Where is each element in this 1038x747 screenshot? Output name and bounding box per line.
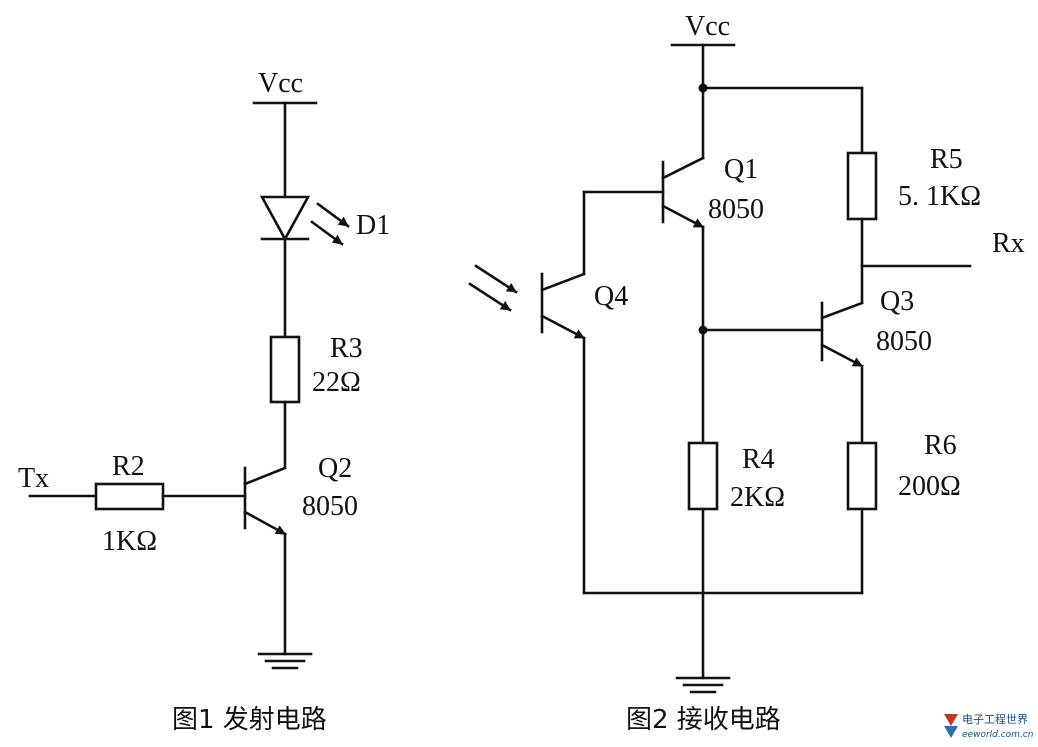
transistor-q1 — [661, 156, 705, 229]
transmitter-circuit: Vcc D1 R3 22Ω Q2 8050 Tx R2 1 — [18, 68, 390, 735]
led-triangle — [259, 195, 311, 242]
watermark-brand: 电子工程世界 — [962, 713, 1028, 726]
resistor-r4 — [687, 441, 719, 511]
eeworld-watermark: 电子工程世界 eeworld.com.cn — [936, 706, 1036, 744]
q3-emitter — [820, 343, 864, 368]
q2-name: Q2 — [318, 453, 352, 484]
q1-type: 8050 — [708, 194, 764, 225]
resistor-r5 — [846, 151, 878, 221]
vcc-label-2: Vcc — [685, 11, 730, 42]
q4-collector — [540, 272, 586, 292]
watermark-url: eeworld.com.cn — [962, 730, 1034, 740]
r6-name: R6 — [924, 430, 957, 461]
resistor-r6 — [846, 441, 878, 511]
tx-label: Tx — [18, 463, 49, 494]
r2-name: R2 — [112, 451, 145, 482]
q3-type: 8050 — [876, 326, 932, 357]
q2-emitter — [243, 510, 287, 536]
r3-value: 22Ω — [312, 367, 361, 398]
caption-fig1: 图1 发射电路 — [172, 705, 327, 735]
led-emission-arrow-1 — [316, 202, 350, 228]
watermark-bg — [936, 706, 1036, 744]
q4-light-arrow-1 — [474, 264, 518, 294]
phototransistor-q4 — [468, 264, 586, 340]
r2-value: 1KΩ — [102, 526, 157, 557]
q4-name: Q4 — [594, 281, 628, 312]
ground-symbol-1 — [257, 652, 313, 670]
receiver-circuit: Vcc R5 5. 1KΩ Rx Q1 8050 — [468, 11, 1025, 735]
q1-collector — [661, 156, 705, 180]
q1-emitter — [661, 204, 705, 229]
q4-emitter — [540, 314, 586, 340]
r4-value: 2KΩ — [730, 482, 785, 513]
q1-name: Q1 — [724, 154, 758, 185]
ground-symbol-2 — [675, 676, 731, 694]
r5-name: R5 — [930, 144, 963, 175]
led-d1 — [259, 195, 350, 246]
watermark-logo-icon — [944, 714, 958, 726]
vcc-label-1: Vcc — [258, 68, 303, 99]
transistor-q3 — [820, 301, 864, 368]
transistor-q2 — [243, 466, 287, 536]
caption-fig2: 图2 接收电路 — [626, 705, 781, 735]
r5-value: 5. 1KΩ — [898, 181, 981, 212]
resistor-r3 — [269, 335, 301, 404]
q2-type: 8050 — [302, 491, 358, 522]
r4-name: R4 — [742, 444, 775, 475]
d1-label: D1 — [356, 210, 390, 241]
led-emission-arrow-2 — [310, 220, 344, 246]
q3-collector — [820, 301, 864, 320]
resistor-r2 — [94, 482, 165, 511]
q2-collector — [243, 466, 287, 486]
rx-label: Rx — [992, 228, 1025, 259]
r6-value: 200Ω — [898, 471, 961, 502]
q3-name: Q3 — [880, 286, 914, 317]
r3-name: R3 — [330, 333, 363, 364]
q4-light-arrow-2 — [468, 282, 512, 312]
